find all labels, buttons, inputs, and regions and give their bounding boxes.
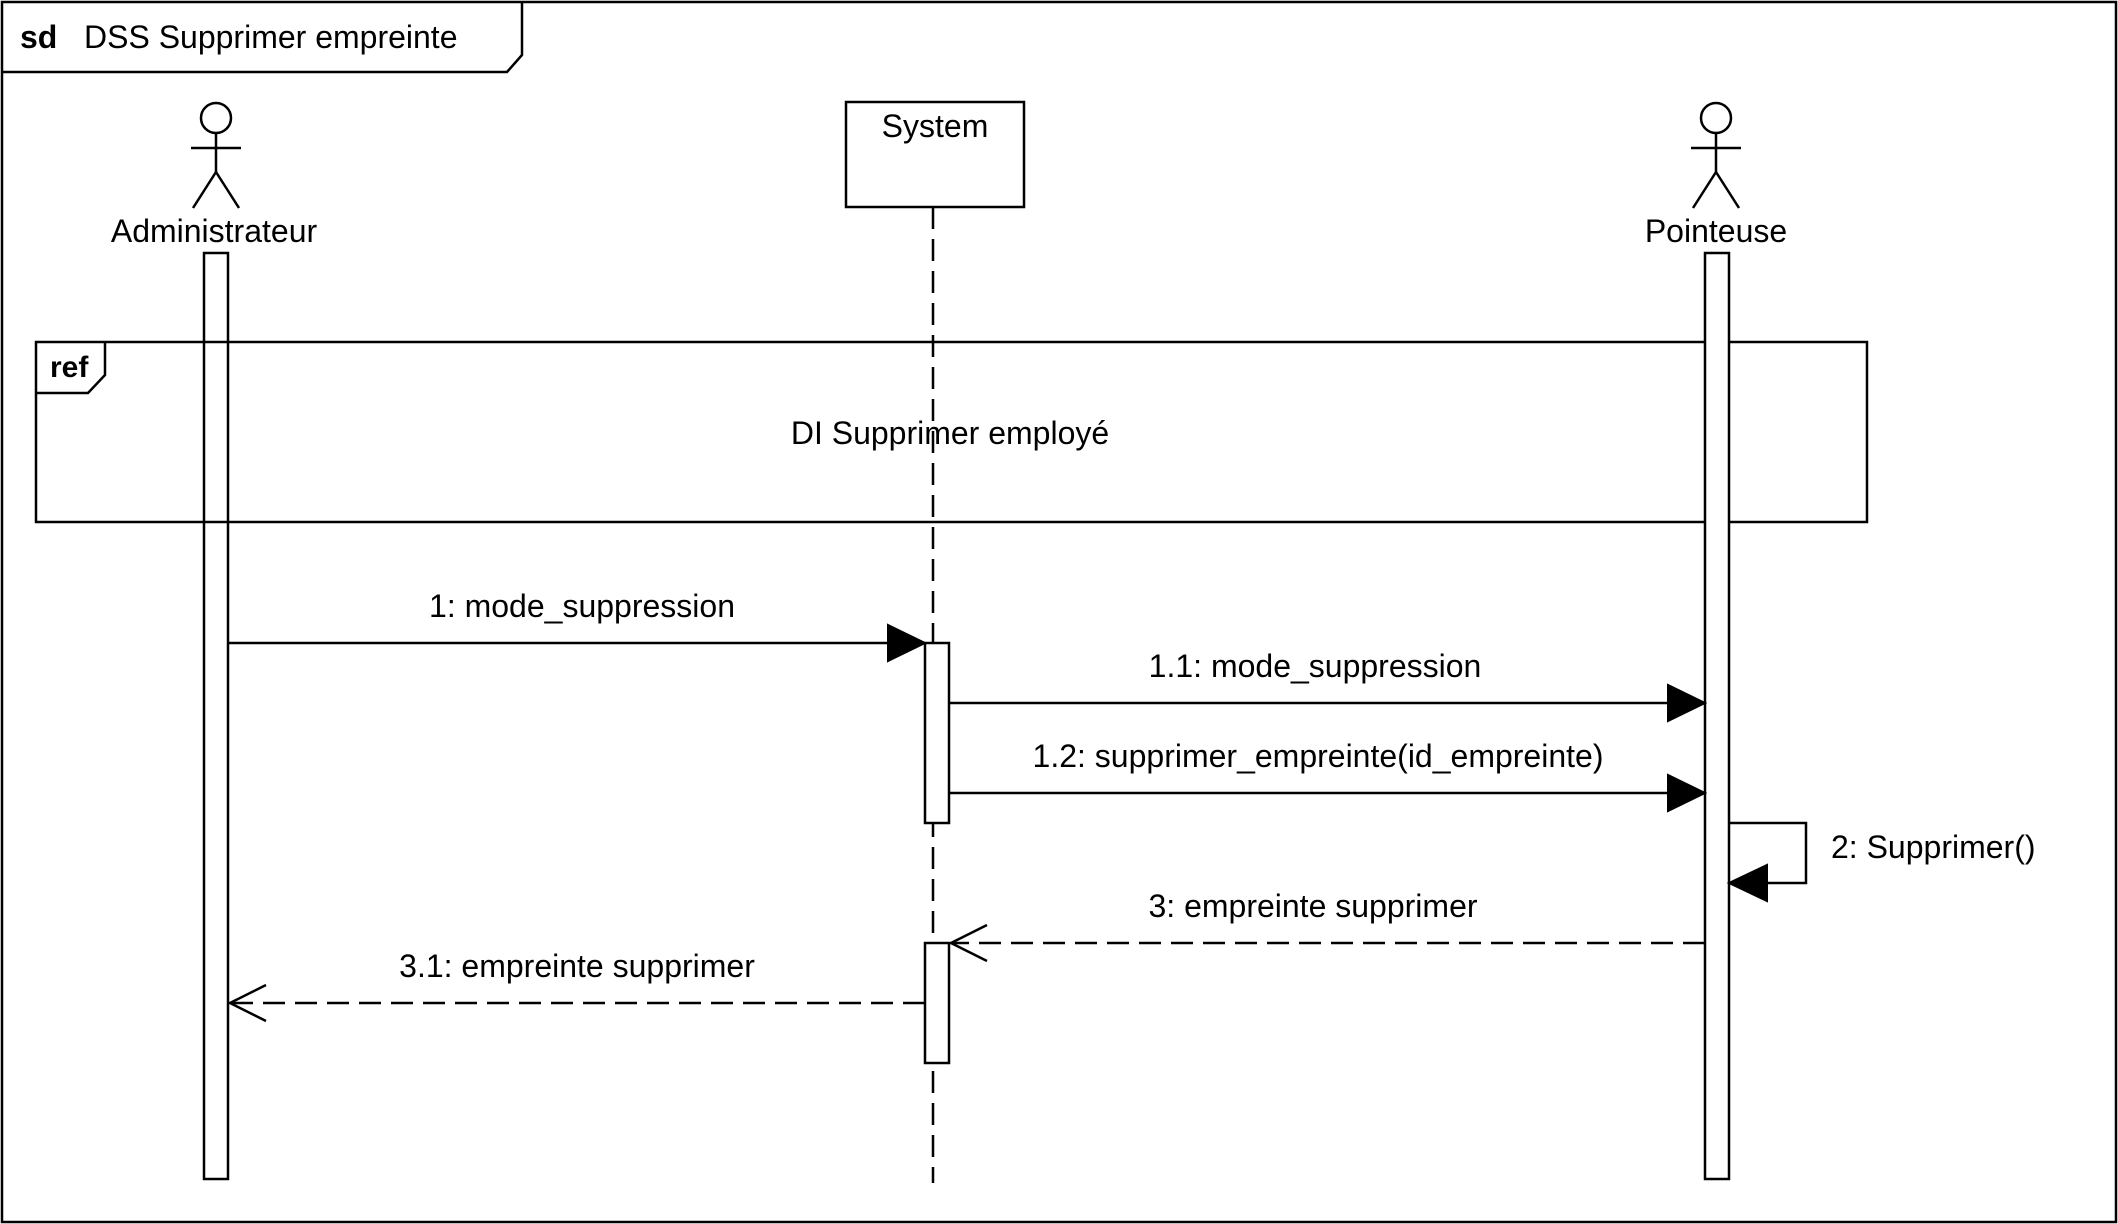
message-3-reply: 3: empreinte supprimer — [948, 888, 1705, 963]
lifeline-bar-pointeuse — [1703, 251, 1731, 1181]
message-3-1-reply: 3.1: empreinte supprimer — [227, 948, 925, 1023]
actor-icon — [191, 101, 241, 209]
arrowhead-filled — [1667, 773, 1708, 813]
frame-title: DSS Supprimer empreinte — [84, 19, 457, 55]
ref-tab — [36, 342, 107, 395]
message-line — [1729, 821, 1808, 885]
arrowhead-open — [948, 923, 988, 963]
arrowhead-filled — [887, 623, 928, 663]
participant-administrateur: Administrateur — [111, 101, 318, 1181]
frame-tab — [2, 2, 524, 74]
message-label: 3.1: empreinte supprimer — [399, 948, 755, 984]
actor-icon — [1691, 101, 1741, 209]
frame-keyword: sd — [20, 19, 57, 55]
message-label: 1.2: supprimer_empreinte(id_empreinte) — [1033, 738, 1604, 774]
message-2-self: 2: Supprimer() — [1726, 821, 2036, 903]
ref-fragment: ref DI Supprimer employé — [34, 340, 1869, 524]
arrowhead-filled — [1667, 683, 1708, 723]
message-1-2: 1.2: supprimer_empreinte(id_empreinte) — [949, 738, 1708, 813]
activation-bar — [923, 641, 951, 825]
ref-border — [34, 340, 1869, 524]
object-box — [844, 100, 1026, 209]
participant-pointeuse: Pointeuse — [1645, 101, 1787, 249]
message-label: 2: Supprimer() — [1831, 829, 2036, 865]
lifeline-bar — [202, 251, 230, 1181]
activation-bar — [923, 941, 951, 1065]
arrowhead-filled — [1726, 863, 1768, 903]
participant-label: Pointeuse — [1645, 213, 1787, 249]
message-label: 3: empreinte supprimer — [1148, 888, 1477, 924]
message-1-1: 1.1: mode_suppression — [949, 648, 1708, 723]
message-1: 1: mode_suppression — [228, 588, 928, 663]
message-label: 1.1: mode_suppression — [1149, 648, 1482, 684]
message-label: 1: mode_suppression — [429, 588, 735, 624]
participant-label: Administrateur — [111, 213, 318, 249]
arrowhead-open — [227, 983, 267, 1023]
participant-label: System — [882, 108, 989, 144]
ref-label: DI Supprimer employé — [791, 415, 1109, 451]
ref-keyword: ref — [50, 351, 89, 384]
